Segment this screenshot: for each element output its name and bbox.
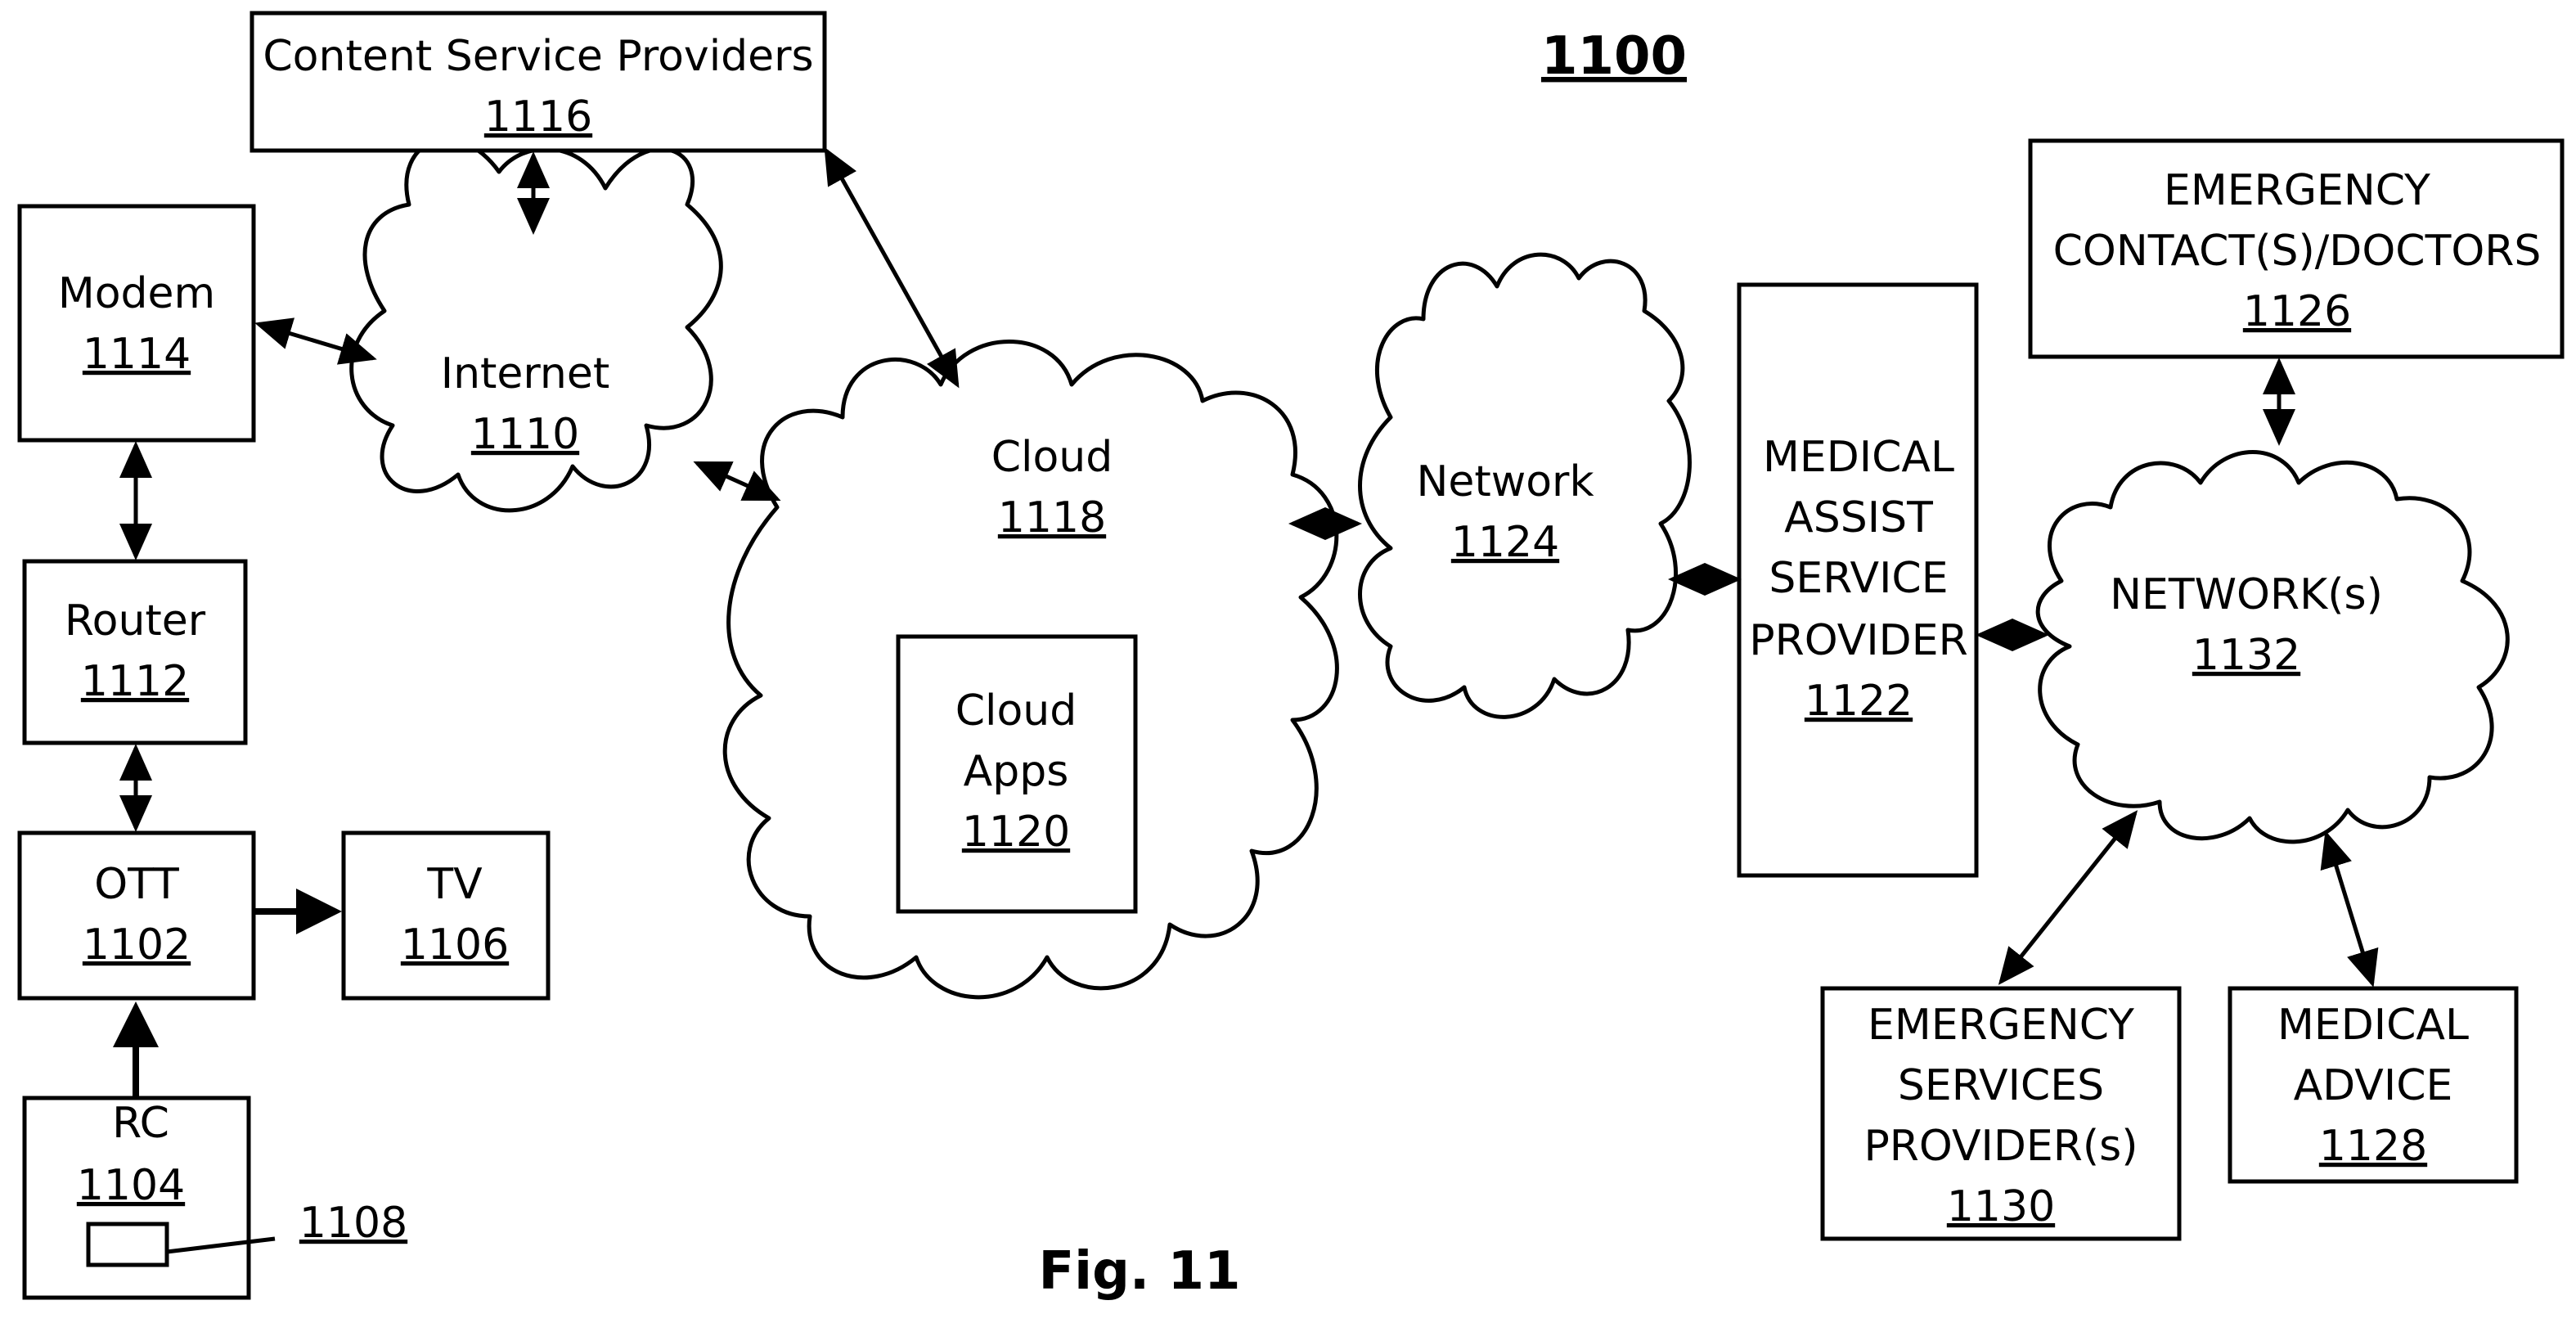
medical-assist-line3: SERVICE: [1769, 554, 1948, 603]
network-number: 1124: [1451, 518, 1559, 567]
internet-label: Internet: [441, 349, 609, 398]
networks-medical-advice-connector: [2326, 835, 2372, 983]
ott-number: 1102: [83, 920, 191, 970]
rc-number: 1104: [77, 1161, 185, 1210]
medical-assist-line1: MEDICAL: [1763, 433, 1954, 482]
cloud-number: 1118: [998, 493, 1106, 542]
emergency-contacts-number: 1126: [2243, 287, 2351, 336]
network-label: Network: [1416, 457, 1594, 506]
emergency-services-line2: SERVICES: [1898, 1061, 2104, 1110]
medical-assist-number: 1122: [1805, 677, 1913, 726]
figure-caption: Fig. 11: [1038, 1241, 1240, 1302]
medical-advice-line2: ADVICE: [2294, 1061, 2453, 1110]
modem-box: [20, 206, 254, 440]
rc-label: RC: [112, 1099, 169, 1148]
figure-number: 1100: [1541, 26, 1687, 87]
router-box: [25, 561, 245, 743]
cloud-label: Cloud: [991, 433, 1113, 482]
ott-box: [20, 833, 254, 998]
csp-cloud-connector: [826, 151, 957, 385]
rc-button-number: 1108: [299, 1199, 407, 1248]
cloud-apps-number: 1120: [962, 808, 1070, 857]
modem-label: Modem: [58, 269, 215, 318]
medical-advice-number: 1128: [2319, 1122, 2427, 1171]
router-number: 1112: [81, 657, 189, 706]
cloud-apps-label-line2: Apps: [964, 747, 1069, 796]
emergency-services-line1: EMERGENCY: [1868, 1001, 2134, 1050]
networks-emergency-services-connector: [2001, 813, 2135, 982]
networks-label: NETWORK(s): [2110, 570, 2383, 619]
rc-button: [88, 1224, 167, 1265]
modem-number: 1114: [83, 330, 191, 379]
medical-assist-line4: PROVIDER: [1749, 616, 1967, 665]
emergency-contacts-line2: CONTACT(S)/DOCTORS: [2053, 227, 2542, 276]
content-service-providers-number: 1116: [484, 92, 592, 142]
emergency-services-line3: PROVIDER(s): [1863, 1122, 2138, 1171]
tv-label: TV: [426, 860, 483, 909]
tv-number: 1106: [401, 920, 509, 970]
medical-assist-line2: ASSIST: [1784, 493, 1933, 542]
cloud-apps-label-line1: Cloud: [955, 686, 1077, 736]
content-service-providers-label: Content Service Providers: [263, 32, 813, 81]
internet-number: 1110: [471, 410, 579, 459]
emergency-contacts-line1: EMERGENCY: [2164, 166, 2430, 215]
router-label: Router: [65, 596, 206, 646]
medical-advice-line1: MEDICAL: [2277, 1001, 2469, 1050]
networks-number: 1132: [2192, 631, 2300, 680]
emergency-services-number: 1130: [1947, 1182, 2055, 1231]
tv-box: [344, 833, 548, 998]
ott-label: OTT: [94, 860, 179, 909]
